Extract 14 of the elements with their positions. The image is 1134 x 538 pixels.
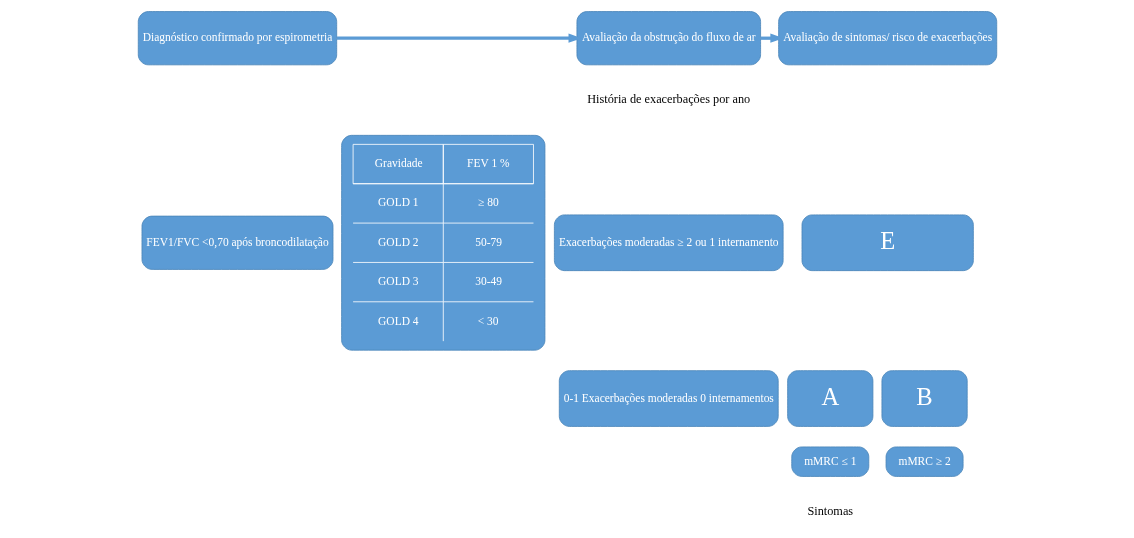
label: História de exacerbações por ano [586, 91, 750, 106]
node-box: Avaliação da obstrução do fluxo de ar [576, 11, 761, 66]
node-box: mMRC ≤ 1 [790, 446, 869, 477]
label: Sintomas [806, 503, 853, 518]
node-box: A [786, 370, 873, 427]
node-box: Gravidade FEV 1 % GOLD 1 ≥ 80 GOLD 2 50-79 GOLD 3 30-49 GOLD 4 < 30 [340, 134, 545, 351]
node-box: Avaliação de sintomas/ risco de exacerbações [777, 11, 997, 66]
node-box: mMRC ≥ 2 [885, 446, 963, 477]
node-box: Diagnóstico confirmado por espirometria [137, 11, 337, 66]
node-box: B [881, 370, 968, 427]
node-box: Exacerbações moderadas ≥ 2 ou 1 internamento [553, 214, 784, 272]
node-box: FEV1/FVC <0,70 após broncodilatação [141, 215, 333, 270]
node-box: 0-1 Exacerbações moderadas 0 internamentos [558, 370, 779, 427]
node-box: E [801, 214, 974, 272]
